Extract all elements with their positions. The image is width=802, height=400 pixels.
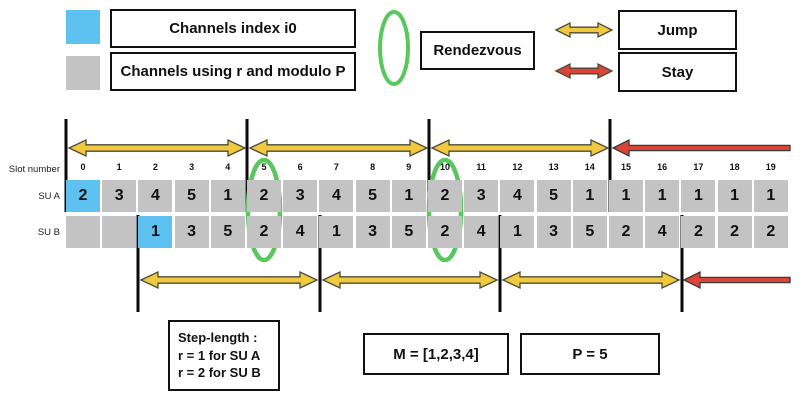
slot-number-18: 18 — [729, 162, 740, 172]
legend-box-channels-modulo: Channels using r and modulo P — [110, 52, 356, 91]
legend-label-jump: Jump — [657, 21, 698, 39]
su-a-cell-slot-2: 4 — [138, 180, 173, 212]
su-a-cell-slot-1: 3 — [102, 180, 137, 212]
p-value-box: P = 5 — [520, 333, 660, 375]
su-b-cell-slot-12: 1 — [500, 216, 535, 248]
slot-number-3: 3 — [189, 162, 195, 172]
su-b-cell-slot-9: 5 — [391, 216, 426, 248]
slot-number-9: 9 — [406, 162, 412, 172]
step-length-title: Step-length : — [178, 329, 258, 345]
legend-label-stay: Stay — [661, 63, 694, 81]
su-b-cell-slot-19: 2 — [753, 216, 788, 248]
legend-label-rendezvous: Rendezvous — [433, 42, 522, 59]
su-a-jump-arrow-2 — [430, 138, 610, 158]
slot-number-0: 0 — [80, 162, 86, 172]
su-a-jump-arrow-1 — [248, 138, 429, 158]
su-a-cell-slot-8: 5 — [355, 180, 390, 212]
su-b-cell-slot-11: 4 — [464, 216, 499, 248]
su-a-cell-slot-17: 1 — [681, 180, 716, 212]
legend-box-stay: Stay — [618, 52, 737, 92]
su-b-row-label: SU B — [37, 227, 60, 238]
slot-number-15: 15 — [620, 162, 631, 172]
su-b-cell-slot-10: 2 — [428, 216, 462, 248]
slot-number-row-label: Slot number — [8, 164, 60, 175]
su-b-cell-slot-14: 5 — [572, 216, 607, 248]
step-length-box: Step-length : r = 1 for SU A r = 2 for S… — [168, 320, 280, 391]
su-b-jump-arrow-1 — [321, 270, 499, 290]
slot-number-5: 5 — [261, 162, 267, 172]
slot-number-1: 1 — [116, 162, 122, 172]
slot-number-6: 6 — [297, 162, 303, 172]
su-a-stay-arrow — [611, 138, 791, 158]
su-a-cell-slot-19: 1 — [753, 180, 788, 212]
su-b-jump-arrow-0 — [139, 270, 319, 290]
step-length-su-b: r = 2 for SU B — [178, 365, 261, 381]
legend-box-channels-index: Channels index i0 — [110, 9, 356, 48]
m-set-box: M = [1,2,3,4] — [363, 333, 509, 375]
su-b-jump-arrow-2 — [501, 270, 681, 290]
su-a-cell-slot-16: 1 — [645, 180, 680, 212]
slot-number-10: 10 — [439, 162, 450, 172]
su-a-cell-slot-13: 5 — [536, 180, 571, 212]
su-b-cell-slot-4: 5 — [210, 216, 245, 248]
slot-number-16: 16 — [657, 162, 668, 172]
su-b-cell-slot-0 — [66, 216, 100, 248]
su-b-cell-slot-8: 3 — [355, 216, 390, 248]
slot-number-19: 19 — [765, 162, 776, 172]
su-b-cell-slot-2: 1 — [138, 216, 173, 248]
su-a-cell-slot-14: 1 — [572, 180, 607, 212]
su-a-row-label: SU A — [38, 191, 60, 202]
stay-legend-arrow — [554, 62, 614, 80]
blue-channel-swatch — [66, 10, 100, 44]
su-a-cell-slot-12: 4 — [500, 180, 535, 212]
rendezvous-legend-ellipse — [378, 10, 410, 86]
su-b-cell-slot-6: 4 — [283, 216, 318, 248]
step-length-su-a: r = 1 for SU A — [178, 347, 261, 363]
su-a-cell-slot-0: 2 — [66, 180, 100, 212]
m-set-label: M = [1,2,3,4] — [393, 345, 479, 363]
su-b-cell-slot-15: 2 — [609, 216, 643, 248]
su-a-cell-slot-9: 1 — [391, 180, 426, 212]
legend-box-jump: Jump — [618, 10, 737, 50]
su-b-cell-slot-7: 1 — [319, 216, 354, 248]
su-a-cell-slot-11: 3 — [464, 180, 499, 212]
slot-number-11: 11 — [476, 162, 486, 172]
slot-number-12: 12 — [512, 162, 523, 172]
jump-legend-arrow — [554, 21, 614, 39]
su-b-stay-arrow — [682, 270, 791, 290]
su-a-cell-slot-10: 2 — [428, 180, 462, 212]
su-a-cell-slot-6: 3 — [283, 180, 318, 212]
slot-number-4: 4 — [225, 162, 231, 172]
slot-number-14: 14 — [584, 162, 595, 172]
su-b-cell-slot-13: 3 — [536, 216, 571, 248]
su-a-cell-slot-15: 1 — [609, 180, 643, 212]
p-value-label: P = 5 — [572, 345, 608, 363]
su-b-cell-slot-5: 2 — [247, 216, 281, 248]
slot-number-13: 13 — [548, 162, 559, 172]
gray-channel-swatch — [66, 56, 100, 90]
su-a-cell-slot-18: 1 — [717, 180, 752, 212]
su-b-cell-slot-3: 3 — [174, 216, 209, 248]
slot-number-2: 2 — [152, 162, 158, 172]
su-a-cell-slot-7: 4 — [319, 180, 354, 212]
su-b-cell-slot-17: 2 — [681, 216, 716, 248]
legend-box-rendezvous: Rendezvous — [420, 31, 535, 70]
su-a-cell-slot-3: 5 — [174, 180, 209, 212]
su-b-cell-slot-16: 4 — [645, 216, 680, 248]
su-a-cell-slot-5: 2 — [247, 180, 281, 212]
su-a-jump-arrow-0 — [67, 138, 247, 158]
legend-label-channels-modulo: Channels using r and modulo P — [120, 63, 346, 80]
slot-number-7: 7 — [333, 162, 339, 172]
slot-number-8: 8 — [370, 162, 376, 172]
legend-label-channels-index: Channels index i0 — [169, 20, 297, 37]
su-a-cell-slot-4: 1 — [210, 180, 245, 212]
slot-number-17: 17 — [693, 162, 704, 172]
su-b-cell-slot-1 — [102, 216, 137, 248]
su-b-cell-slot-18: 2 — [717, 216, 752, 248]
